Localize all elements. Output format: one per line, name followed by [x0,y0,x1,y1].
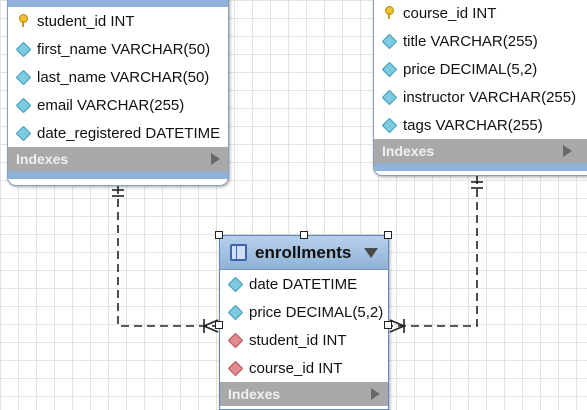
relationship-line[interactable] [117,186,218,327]
many-marker [389,319,405,327]
column-label: title VARCHAR(255) [403,32,538,50]
column-label: price DECIMAL(5,2) [403,60,538,78]
table-footer [8,171,228,179]
relationship-courses-enrollments[interactable] [389,176,483,333]
many-marker [389,325,405,333]
relationship-line[interactable] [390,176,478,327]
foreign-key-diamond-icon [228,333,242,347]
table-footer [374,163,587,171]
relationship-students-enrollments[interactable] [112,186,219,333]
table-icon [230,244,247,261]
column-label: price DECIMAL(5,2) [249,303,384,321]
column-label: student_id INT [37,12,135,30]
column-label: email VARCHAR(255) [37,96,185,114]
students-table[interactable]: student_id INT first_name VARCHAR(50) la… [7,0,229,186]
column-label: instructor VARCHAR(255) [403,88,577,106]
enrollments-table[interactable]: enrollments date DATETIME price DECIMAL(… [219,235,389,410]
column-diamond-icon [382,90,396,104]
selection-handle[interactable] [384,321,392,329]
column-label: first_name VARCHAR(50) [37,40,211,58]
selection-handle[interactable] [300,231,308,239]
column-row[interactable]: date_registered DATETIME [8,119,228,147]
indexes-section[interactable]: Indexes [374,139,587,163]
selection-handle[interactable] [384,231,392,239]
column-row[interactable]: last_name VARCHAR(50) [8,63,228,91]
expand-arrow-icon[interactable] [563,145,572,157]
selection-handle[interactable] [215,321,223,329]
column-row[interactable]: price DECIMAL(5,2) [374,55,587,83]
indexes-label: Indexes [228,386,281,402]
column-row[interactable]: course_id INT [220,354,388,382]
table-title: enrollments [255,242,352,262]
indexes-section[interactable]: Indexes [8,147,228,171]
column-diamond-icon [382,118,396,132]
column-diamond-icon [228,277,242,291]
column-row[interactable]: student_id INT [220,326,388,354]
expand-arrow-icon[interactable] [211,153,220,165]
indexes-section[interactable]: Indexes [220,382,388,406]
column-row[interactable]: first_name VARCHAR(50) [8,35,228,63]
column-diamond-icon [382,34,396,48]
column-diamond-icon [228,305,242,319]
expand-arrow-icon[interactable] [371,388,380,400]
indexes-label: Indexes [16,151,69,167]
indexes-label: Indexes [382,143,435,159]
column-row[interactable]: instructor VARCHAR(255) [374,83,587,111]
column-diamond-icon [16,70,30,84]
foreign-key-diamond-icon [228,361,242,375]
column-label: date DATETIME [249,275,358,293]
column-label: tags VARCHAR(255) [403,116,543,134]
column-diamond-icon [16,42,30,56]
column-label: last_name VARCHAR(50) [37,68,210,86]
column-label: date_registered DATETIME [37,124,221,142]
column-diamond-icon [16,98,30,112]
column-label: course_id INT [249,359,343,377]
column-label: course_id INT [403,4,497,22]
column-diamond-icon [16,126,30,140]
primary-key-icon [382,6,396,20]
column-row[interactable]: date DATETIME [220,270,388,298]
courses-table[interactable]: course_id INT title VARCHAR(255) price D… [373,0,587,176]
selection-handle[interactable] [215,231,223,239]
collapse-toggle-icon[interactable] [364,247,378,258]
column-diamond-icon [382,62,396,76]
column-row[interactable]: title VARCHAR(255) [374,27,587,55]
many-marker [203,325,219,333]
column-label: student_id INT [249,331,347,349]
column-row[interactable]: student_id INT [8,7,228,35]
primary-key-icon [16,14,30,28]
column-row[interactable]: course_id INT [374,0,587,27]
column-row[interactable]: email VARCHAR(255) [8,91,228,119]
column-row[interactable]: tags VARCHAR(255) [374,111,587,139]
relationship-canvas [112,176,483,333]
table-header[interactable]: enrollments [220,236,388,270]
column-row[interactable]: price DECIMAL(5,2) [220,298,388,326]
table-header-strip [8,0,228,7]
